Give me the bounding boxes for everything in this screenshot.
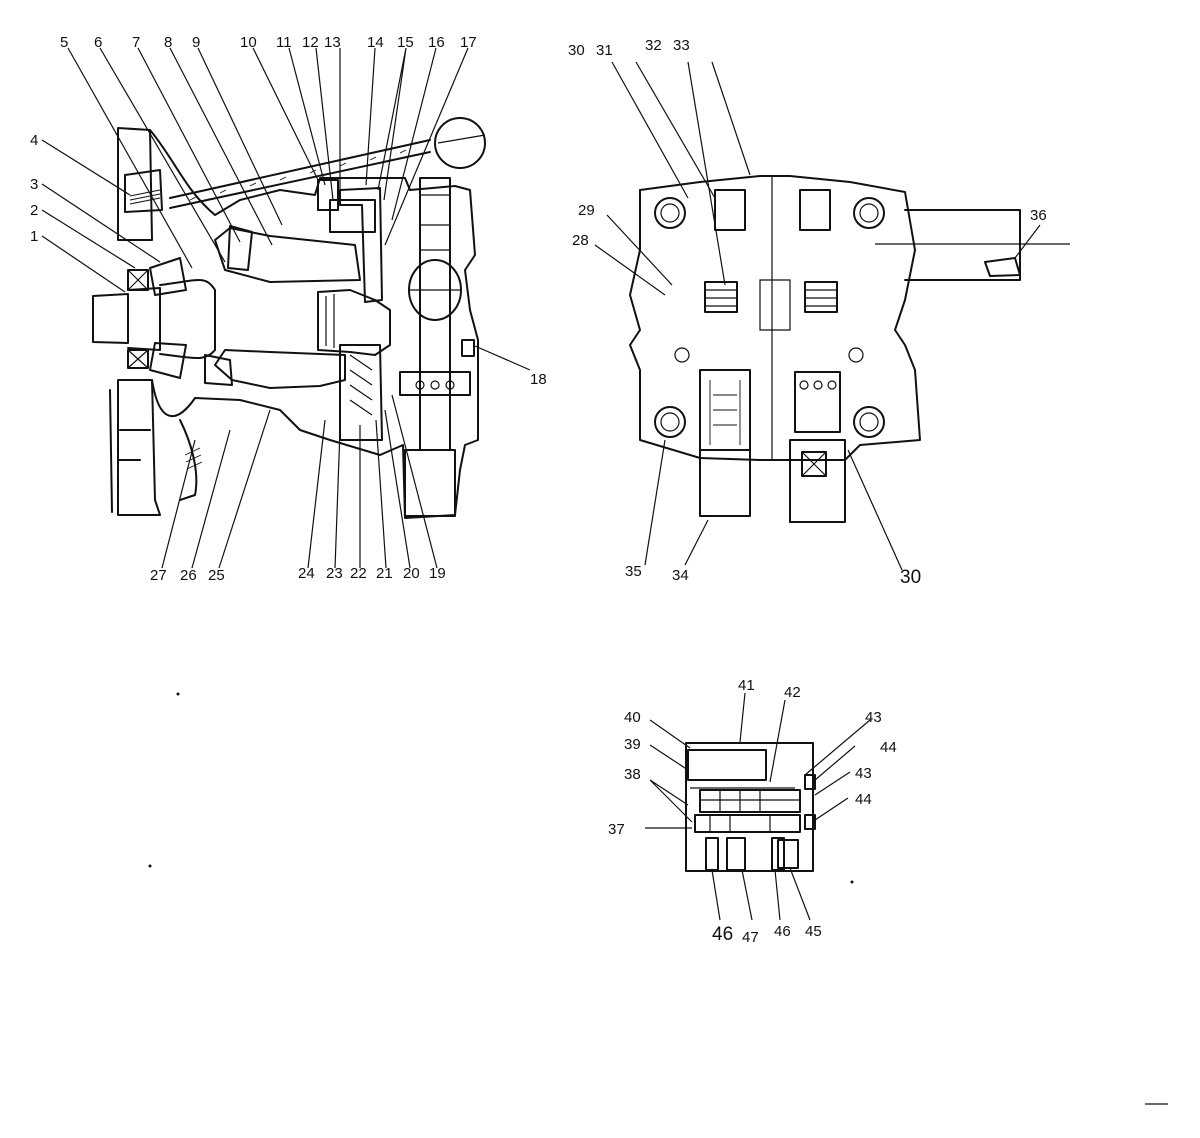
- callout-22: 22: [350, 565, 367, 582]
- callout-41: 41: [738, 677, 755, 694]
- callout-34: 34: [672, 567, 689, 584]
- callout-21: 21: [376, 565, 393, 582]
- callout-19: 19: [429, 565, 446, 582]
- callout-46-right: 46: [774, 923, 791, 940]
- callout-27: 27: [150, 567, 167, 584]
- callout-31: 31: [596, 42, 613, 59]
- callout-30-top: 30: [568, 42, 585, 59]
- callout-23: 23: [326, 565, 343, 582]
- callout-38: 38: [624, 766, 641, 783]
- callout-8: 8: [164, 34, 172, 51]
- callout-6: 6: [94, 34, 102, 51]
- callout-33: 33: [673, 37, 690, 54]
- callout-40: 40: [624, 709, 641, 726]
- callout-39: 39: [624, 736, 641, 753]
- callout-37: 37: [608, 821, 625, 838]
- callout-46-left: 46: [712, 924, 733, 945]
- callout-42: 42: [784, 684, 801, 701]
- callout-35: 35: [625, 563, 642, 580]
- callout-43-lower: 43: [855, 765, 872, 782]
- callout-11: 11: [276, 34, 292, 51]
- callout-32: 32: [645, 37, 662, 54]
- callout-43-upper: 43: [865, 709, 882, 726]
- callout-24: 24: [298, 565, 315, 582]
- callout-16: 16: [428, 34, 445, 51]
- callout-15: 15: [397, 34, 414, 51]
- callout-17: 17: [460, 34, 477, 51]
- callout-29: 29: [578, 202, 595, 219]
- leader-lines: [41, 47, 1041, 921]
- callout-13: 13: [324, 34, 341, 51]
- callout-12: 12: [302, 34, 319, 51]
- callout-4: 4: [30, 132, 38, 149]
- callout-1: 1: [30, 228, 38, 245]
- callout-30-bottom: 30: [900, 567, 921, 588]
- callout-14: 14: [367, 34, 384, 51]
- callout-47: 47: [742, 929, 759, 946]
- callout-44-lower: 44: [855, 791, 872, 808]
- callout-7: 7: [132, 34, 140, 51]
- callout-18: 18: [530, 371, 547, 388]
- callout-20: 20: [403, 565, 420, 582]
- front-view: [629, 175, 1070, 523]
- callout-5: 5: [60, 34, 68, 51]
- callout-25: 25: [208, 567, 225, 584]
- callout-labels: 1 2 3 4 5 6 7 8 9 10 11 12 13 14 15 16 1…: [30, 34, 1047, 946]
- callout-3: 3: [30, 176, 38, 193]
- callout-45: 45: [805, 923, 822, 940]
- callout-36: 36: [1030, 207, 1047, 224]
- callout-44-upper: 44: [880, 739, 897, 756]
- callout-2: 2: [30, 202, 38, 219]
- detail-view: [685, 742, 816, 872]
- callout-26: 26: [180, 567, 197, 584]
- callout-10: 10: [240, 34, 257, 51]
- side-section-view: [92, 117, 486, 519]
- callout-28: 28: [572, 232, 589, 249]
- callout-9: 9: [192, 34, 200, 51]
